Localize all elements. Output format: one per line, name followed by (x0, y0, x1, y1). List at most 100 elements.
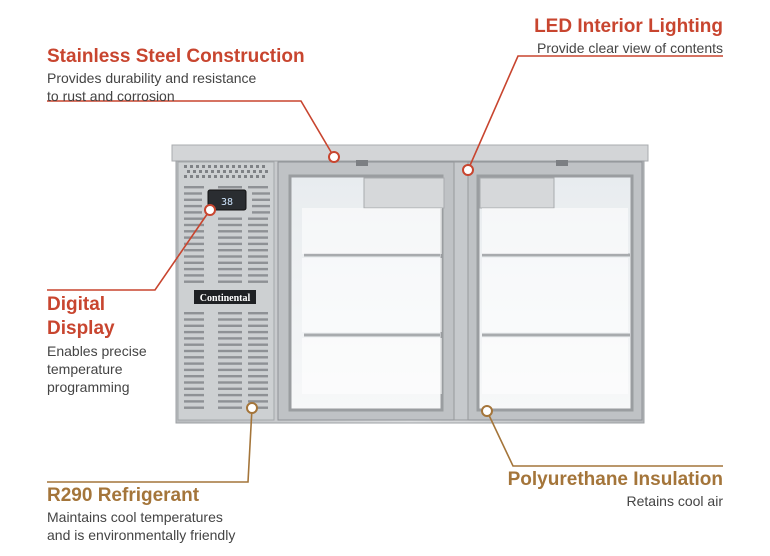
louver-slot (248, 274, 268, 277)
louver-slot (184, 406, 204, 409)
louver-slot (184, 217, 204, 220)
louver-slot (248, 318, 268, 321)
refrigerant-desc-1: Maintains cool temperatures (47, 509, 223, 525)
insulation-dot (481, 405, 493, 417)
louver-slot (218, 236, 242, 239)
digital-desc-1: Enables precise (47, 343, 147, 359)
callout-insulation: Polyurethane Insulation Retains cool air (508, 469, 723, 510)
grille-hole (265, 170, 268, 173)
louver-slot (252, 198, 270, 201)
insulation-title: Polyurethane Insulation (507, 469, 723, 490)
louver-slot (184, 211, 202, 214)
refrigerant-leader (47, 407, 253, 483)
digital-desc-3: programming (47, 379, 130, 395)
louver-slot (184, 337, 204, 340)
louver-slot (184, 393, 204, 397)
grille-hole (262, 175, 265, 178)
grille-hole (226, 165, 229, 168)
grille-hole (250, 175, 253, 178)
louver-slot (184, 280, 204, 283)
louver-slot (184, 349, 204, 353)
grille-hole (256, 175, 259, 178)
louver-slot (248, 236, 268, 239)
grille-hole (244, 165, 247, 168)
louver-slot (184, 324, 204, 327)
louver-slot (184, 192, 202, 195)
louver-slot (184, 249, 204, 252)
brand-name: Continental (200, 293, 251, 304)
louver-slot (184, 362, 204, 365)
grille-hole (223, 170, 226, 173)
stainless-dot (328, 151, 340, 163)
louver-slot (218, 406, 242, 409)
louver-slot (252, 211, 270, 214)
louver-slot (218, 387, 242, 390)
led-dot (462, 164, 474, 176)
louver-slot (218, 393, 242, 397)
louver-slot (184, 261, 204, 264)
callout-stainless: Stainless Steel Construction Provides du… (47, 46, 305, 105)
louver-slot (218, 400, 242, 403)
louver-slot (184, 312, 204, 315)
grille-hole (193, 170, 196, 173)
louver-slot (248, 249, 268, 252)
grille-hole (196, 175, 199, 178)
louver-slot (218, 375, 242, 378)
louver-slot (248, 267, 268, 271)
louver-slot (218, 349, 242, 353)
grille-hole (184, 175, 187, 178)
refrigerant-desc-2: and is environmentally friendly (47, 527, 236, 543)
louver-slot (184, 255, 204, 258)
louver-slot (184, 381, 204, 384)
louver-slot (218, 255, 242, 258)
callout-led: LED Interior Lighting Provide clear view… (534, 16, 723, 57)
display-reading: 38 (221, 197, 233, 208)
louver-slot (184, 318, 204, 321)
left-door (277, 161, 455, 421)
led-leader (467, 55, 723, 171)
stainless-title: Stainless Steel Construction (47, 46, 305, 67)
grille-hole (241, 170, 244, 173)
grille-hole (217, 170, 220, 173)
louver-slot (184, 368, 204, 372)
grille-hole (211, 170, 214, 173)
louver-vents (184, 165, 270, 409)
louver-slot (218, 381, 242, 384)
louver-slot (248, 261, 268, 264)
grille-hole (202, 175, 205, 178)
callout-digital: Digital Display Enables precise temperat… (47, 293, 147, 396)
louver-slot (248, 242, 268, 246)
grille-hole (187, 170, 190, 173)
grille-hole (220, 165, 223, 168)
louver-slot (248, 343, 268, 346)
louver-slot (248, 330, 268, 334)
louver-slot (248, 406, 268, 409)
louver-slot (184, 230, 204, 233)
louver-slot (218, 274, 242, 277)
louver-slot (218, 368, 242, 372)
louver-slot (218, 312, 242, 315)
grille-hole (250, 165, 253, 168)
insulation-desc-1: Retains cool air (626, 493, 724, 509)
louver-slot (184, 242, 204, 246)
grille-hole (196, 165, 199, 168)
louver-slot (248, 375, 268, 378)
louver-slot (184, 267, 204, 271)
stainless-desc-1: Provides durability and resistance (47, 70, 257, 86)
grille-hole (208, 175, 211, 178)
center-mullion (453, 161, 469, 421)
grille-hole (247, 170, 250, 173)
louver-slot (218, 230, 242, 233)
hinge-right (556, 160, 568, 166)
louver-slot (252, 192, 270, 195)
grille-hole (208, 165, 211, 168)
louver-slot (218, 324, 242, 327)
digital-display-housing (207, 189, 247, 211)
grille-hole (232, 175, 235, 178)
louver-slot (184, 387, 204, 390)
louver-slot (184, 330, 204, 334)
louver-slot (218, 261, 242, 264)
louver-slot (218, 186, 242, 189)
louver-slot (184, 343, 204, 346)
